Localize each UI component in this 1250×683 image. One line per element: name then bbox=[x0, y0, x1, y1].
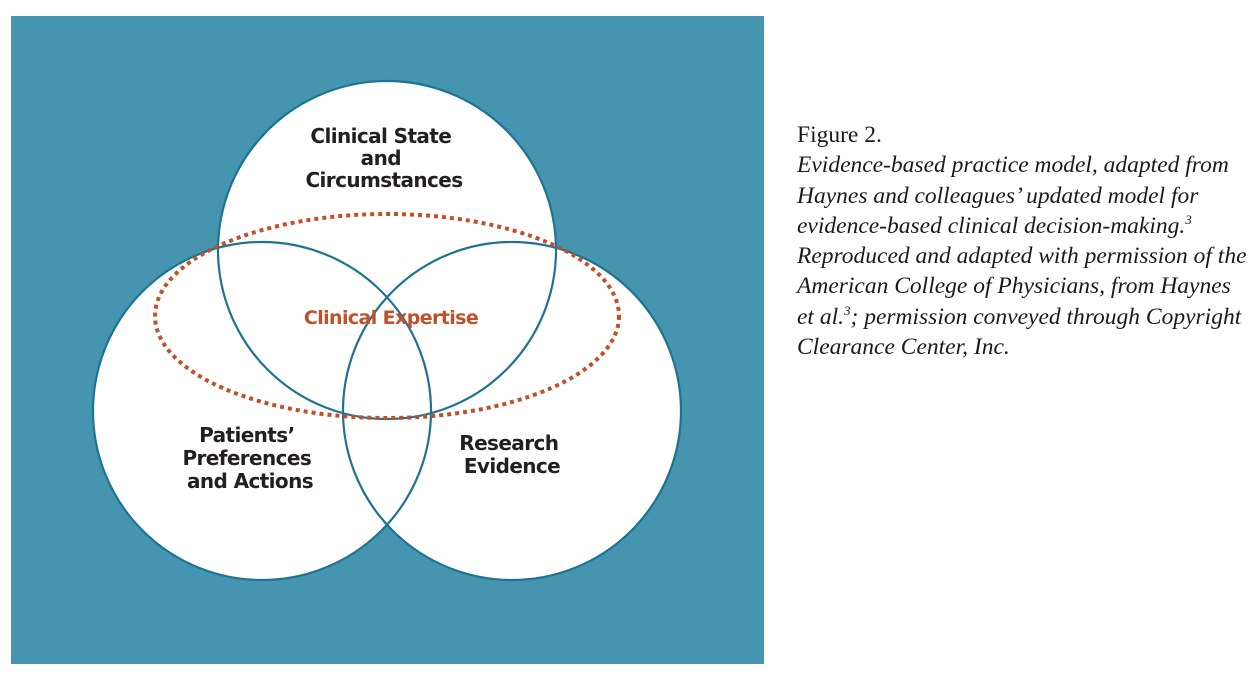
circle-research-evidence-fill bbox=[343, 242, 681, 580]
evidence-based-practice-venn-diagram: Clinical State and Circumstances Patient… bbox=[11, 16, 764, 664]
label-clinical-expertise: Clinical Expertise bbox=[304, 307, 478, 329]
figure-number: Figure 2. bbox=[797, 122, 882, 148]
caption-text: Evidence-based practice model, adapted f… bbox=[797, 152, 1247, 360]
label-research-evidence: Research Evidence bbox=[459, 431, 564, 478]
citation-superscript-1: 3 bbox=[1185, 211, 1192, 227]
circle-patients-preferences bbox=[91, 240, 433, 582]
label-clinical-state: Clinical State and Circumstances bbox=[305, 124, 462, 192]
circle-patients-preferences-fill bbox=[93, 242, 431, 580]
citation-superscript-2: 3 bbox=[844, 302, 851, 318]
caption-part-1: Evidence-based practice model, adapted f… bbox=[797, 152, 1229, 239]
figure-caption: Figure 2. Evidence-based practice model,… bbox=[797, 120, 1247, 362]
caption-part-2: Reproduced and adapted with permission o… bbox=[797, 243, 1247, 330]
circle-research-evidence bbox=[341, 240, 683, 582]
caption-part-3: ; permission conveyed through Copyright … bbox=[797, 303, 1242, 361]
clinical-expertise-ellipse bbox=[153, 212, 621, 420]
label-patients-preferences: Patients’ Preferences and Actions bbox=[182, 423, 317, 493]
